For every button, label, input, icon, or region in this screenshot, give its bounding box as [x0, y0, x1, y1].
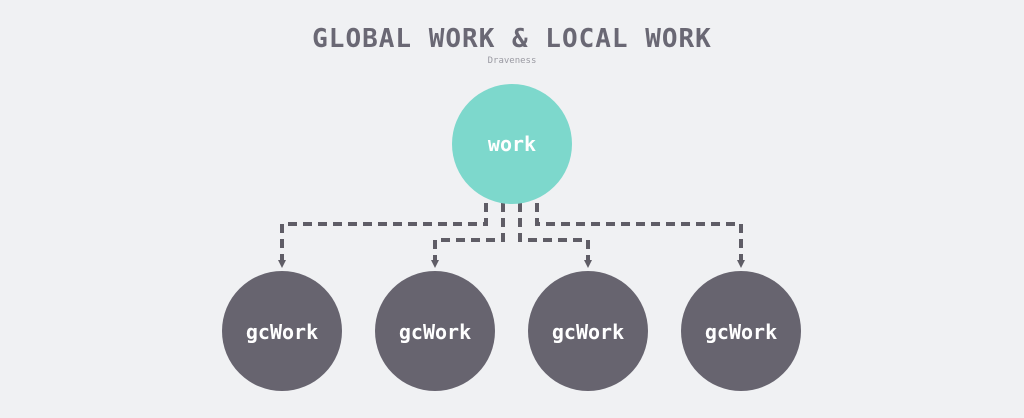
child-node-label: gcWork: [552, 320, 624, 344]
child-node-label: gcWork: [705, 320, 777, 344]
child-node-3: gcWork: [528, 271, 648, 391]
child-node-label: gcWork: [246, 320, 318, 344]
child-node-label: gcWork: [399, 320, 471, 344]
connector-4: [535, 203, 745, 268]
child-node-2: gcWork: [375, 271, 495, 391]
child-node-4: gcWork: [681, 271, 801, 391]
child-node-1: gcWork: [222, 271, 342, 391]
root-node: work: [452, 84, 572, 204]
child-node-circle: [375, 271, 495, 391]
diagram-author: Draveness: [487, 56, 537, 66]
root-node-circle: [452, 84, 572, 204]
root-node-label: work: [488, 132, 536, 156]
diagram-title: GLOBAL WORK & LOCAL WORK: [312, 24, 712, 54]
connector-2: [431, 203, 505, 268]
child-node-circle: [222, 271, 342, 391]
connector-1: [278, 203, 488, 268]
connector-3: [518, 203, 592, 268]
child-node-circle: [681, 271, 801, 391]
child-node-circle: [528, 271, 648, 391]
